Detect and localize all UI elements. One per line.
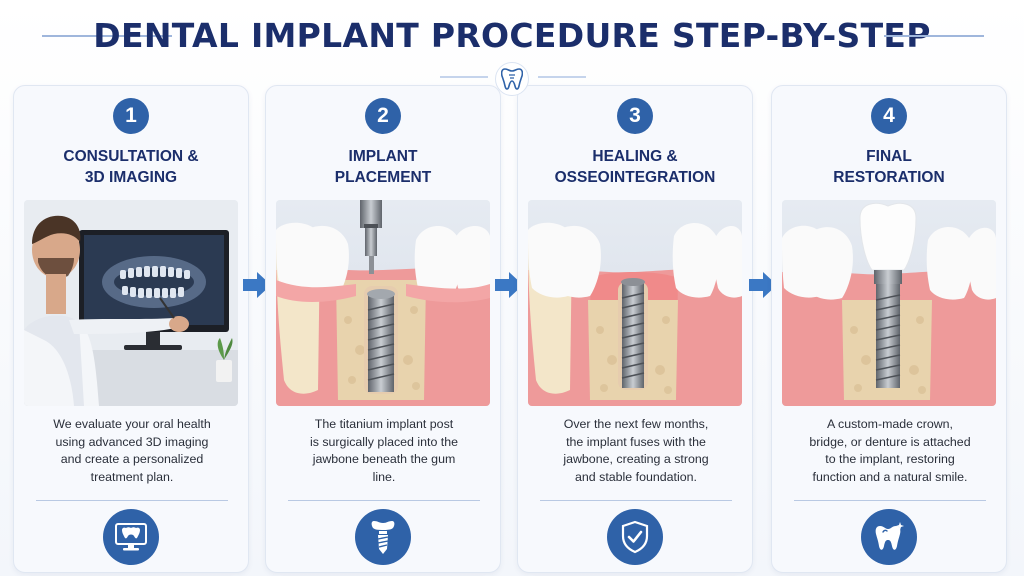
final-crown-restoration-image	[782, 200, 996, 406]
arrow-right-icon	[749, 270, 777, 300]
step-title: IMPLANT PLACEMENT	[266, 146, 500, 188]
description-line: line.	[372, 469, 396, 484]
step-number-badge: 3	[617, 98, 653, 134]
tooth-icon	[495, 62, 529, 96]
title-divider-left	[42, 35, 172, 37]
step-card-2: 2 IMPLANT PLACEMENT	[265, 85, 501, 573]
step-title-line: PLACEMENT	[334, 169, 432, 186]
step-title: CONSULTATION & 3D IMAGING	[14, 146, 248, 188]
step-title-line: RESTORATION	[833, 169, 945, 186]
arrow-right-icon	[243, 270, 271, 300]
tooth-sparkle-icon	[861, 509, 917, 565]
description-line: the implant fuses with the	[566, 434, 706, 449]
step-card-1: 1 CONSULTATION & 3D IMAGING	[13, 85, 249, 573]
healing-osseointegration-image	[528, 200, 742, 406]
monitor-xray-icon	[103, 509, 159, 565]
step-description: We evaluate your oral health using advan…	[22, 416, 242, 486]
description-line: The titanium implant post	[314, 417, 454, 431]
step-title-line: OSSEOINTEGRATION	[554, 169, 716, 186]
description-line: A custom-made crown,	[826, 417, 954, 431]
step-description: A custom-made crown, bridge, or denture …	[780, 416, 1000, 486]
description-line: We evaluate your oral health	[53, 417, 211, 431]
description-line: function and a natural smile.	[812, 469, 968, 484]
shield-check-icon	[607, 509, 663, 565]
title-divider-right	[884, 35, 984, 37]
step-title-line: 3D IMAGING	[84, 169, 178, 186]
description-line: and create a personalized	[60, 452, 204, 466]
description-line: treatment plan.	[90, 469, 174, 484]
step-number-badge: 2	[365, 98, 401, 134]
description-line: Over the next few months,	[563, 417, 709, 431]
arrow-right-icon	[495, 270, 523, 300]
implant-screw-icon	[355, 509, 411, 565]
step-number-badge: 1	[113, 98, 149, 134]
description-line: using advanced 3D imaging	[55, 434, 209, 449]
step-description: The titanium implant post is surgically …	[274, 416, 494, 486]
description-line: bridge, or denture is attached	[809, 434, 971, 449]
step-title-line: CONSULTATION &	[63, 148, 199, 165]
logo-divider-left	[440, 76, 488, 78]
page-title: DENTAL IMPLANT PROCEDURE STEP-BY-STEP	[93, 16, 931, 55]
logo-divider-right	[538, 76, 586, 78]
step-description: Over the next few months, the implant fu…	[526, 416, 746, 486]
card-divider	[288, 500, 480, 501]
card-divider	[36, 500, 228, 501]
description-line: to the implant, restoring	[825, 452, 955, 466]
header: DENTAL IMPLANT PROCEDURE STEP-BY-STEP	[0, 0, 1024, 80]
implant-placement-image	[276, 200, 490, 406]
step-title-line: HEALING &	[592, 148, 678, 165]
step-card-3: 3 HEALING & OSSEOINTEGRATION	[517, 85, 753, 573]
description-line: jawbone beneath the gum	[312, 452, 456, 466]
step-number-badge: 4	[871, 98, 907, 134]
step-title-line: IMPLANT	[348, 148, 418, 165]
description-line: and stable foundation.	[575, 469, 697, 484]
step-title: HEALING & OSSEOINTEGRATION	[518, 146, 752, 188]
card-divider	[794, 500, 986, 501]
description-line: is surgically placed into the	[309, 434, 459, 449]
card-divider	[540, 500, 732, 501]
step-card-4: 4 FINAL RESTORATION	[771, 85, 1007, 573]
step-title-line: FINAL	[866, 148, 912, 165]
dentist-viewing-xray-image	[24, 200, 238, 406]
description-line: jawbone, creating a strong	[563, 452, 709, 466]
step-title: FINAL RESTORATION	[772, 146, 1006, 188]
